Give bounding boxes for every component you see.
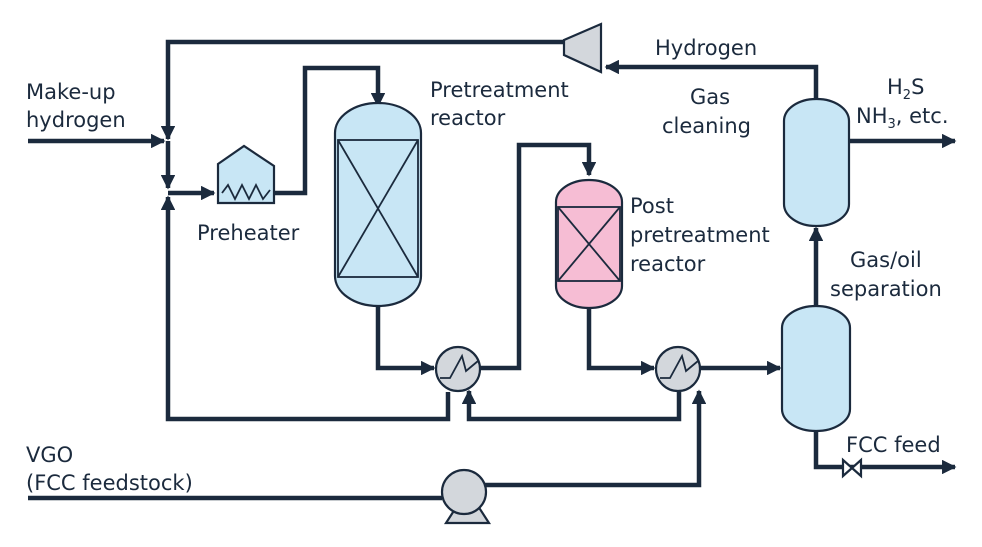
gas-cleaning-column — [782, 97, 851, 228]
pipe-preheater-to-reactor — [275, 65, 386, 196]
label-pretreatment-reactor-line1: Pretreatment — [430, 78, 569, 102]
pipe-reactor-to-hx1 — [375, 305, 436, 376]
label-gas-oil-line2: separation — [830, 277, 942, 301]
label-post-reactor-line3: reactor — [630, 252, 706, 276]
label-gas-cleaning-line1: Gas — [690, 85, 730, 109]
label-gas-oil-line1: Gas/oil — [850, 248, 922, 272]
compressor-icon — [562, 22, 603, 74]
label-pretreatment-reactor-line2: reactor — [430, 106, 506, 130]
heat-exchanger-icon — [434, 345, 482, 393]
label-h2s: H2S — [887, 75, 924, 103]
preheater-icon — [216, 144, 276, 205]
label-vgo-line1: VGO — [26, 443, 73, 467]
post-pretreatment-reactor — [554, 178, 624, 310]
pipe-recycle-hydrogen — [160, 39, 564, 141]
label-fcc-feed: FCC feed — [846, 433, 941, 457]
label-makeup-hydrogen-line2: hydrogen — [26, 108, 126, 132]
label-gas-cleaning-line2: cleaning — [662, 114, 751, 138]
pump-icon — [440, 468, 492, 525]
heat-exchanger-icon — [654, 345, 702, 393]
pipe-hx2-to-hx1 — [461, 389, 682, 422]
label-post-reactor-line2: pretreatment — [630, 223, 770, 247]
pipe-pump-to-hx2 — [482, 389, 707, 488]
pipe-post-to-hx2 — [586, 307, 656, 376]
pipe-hx1-to-post — [480, 142, 597, 371]
pipe-feed-return — [160, 195, 451, 422]
gas-oil-separator — [780, 304, 852, 433]
label-nh3: NH3, etc. — [856, 104, 949, 132]
pipe-cleaning-to-compressor — [604, 59, 819, 102]
pretreatment-reactor — [333, 101, 423, 308]
label-preheater: Preheater — [197, 221, 300, 245]
label-post-reactor-line1: Post — [630, 194, 674, 218]
label-makeup-hydrogen-line1: Make-up — [26, 80, 116, 104]
pipes — [28, 39, 957, 501]
label-vgo-line2: (FCC feedstock) — [26, 471, 193, 495]
label-hydrogen: Hydrogen — [655, 36, 757, 60]
pipe-fcc-feed — [813, 428, 957, 475]
valve-icon — [841, 457, 863, 479]
